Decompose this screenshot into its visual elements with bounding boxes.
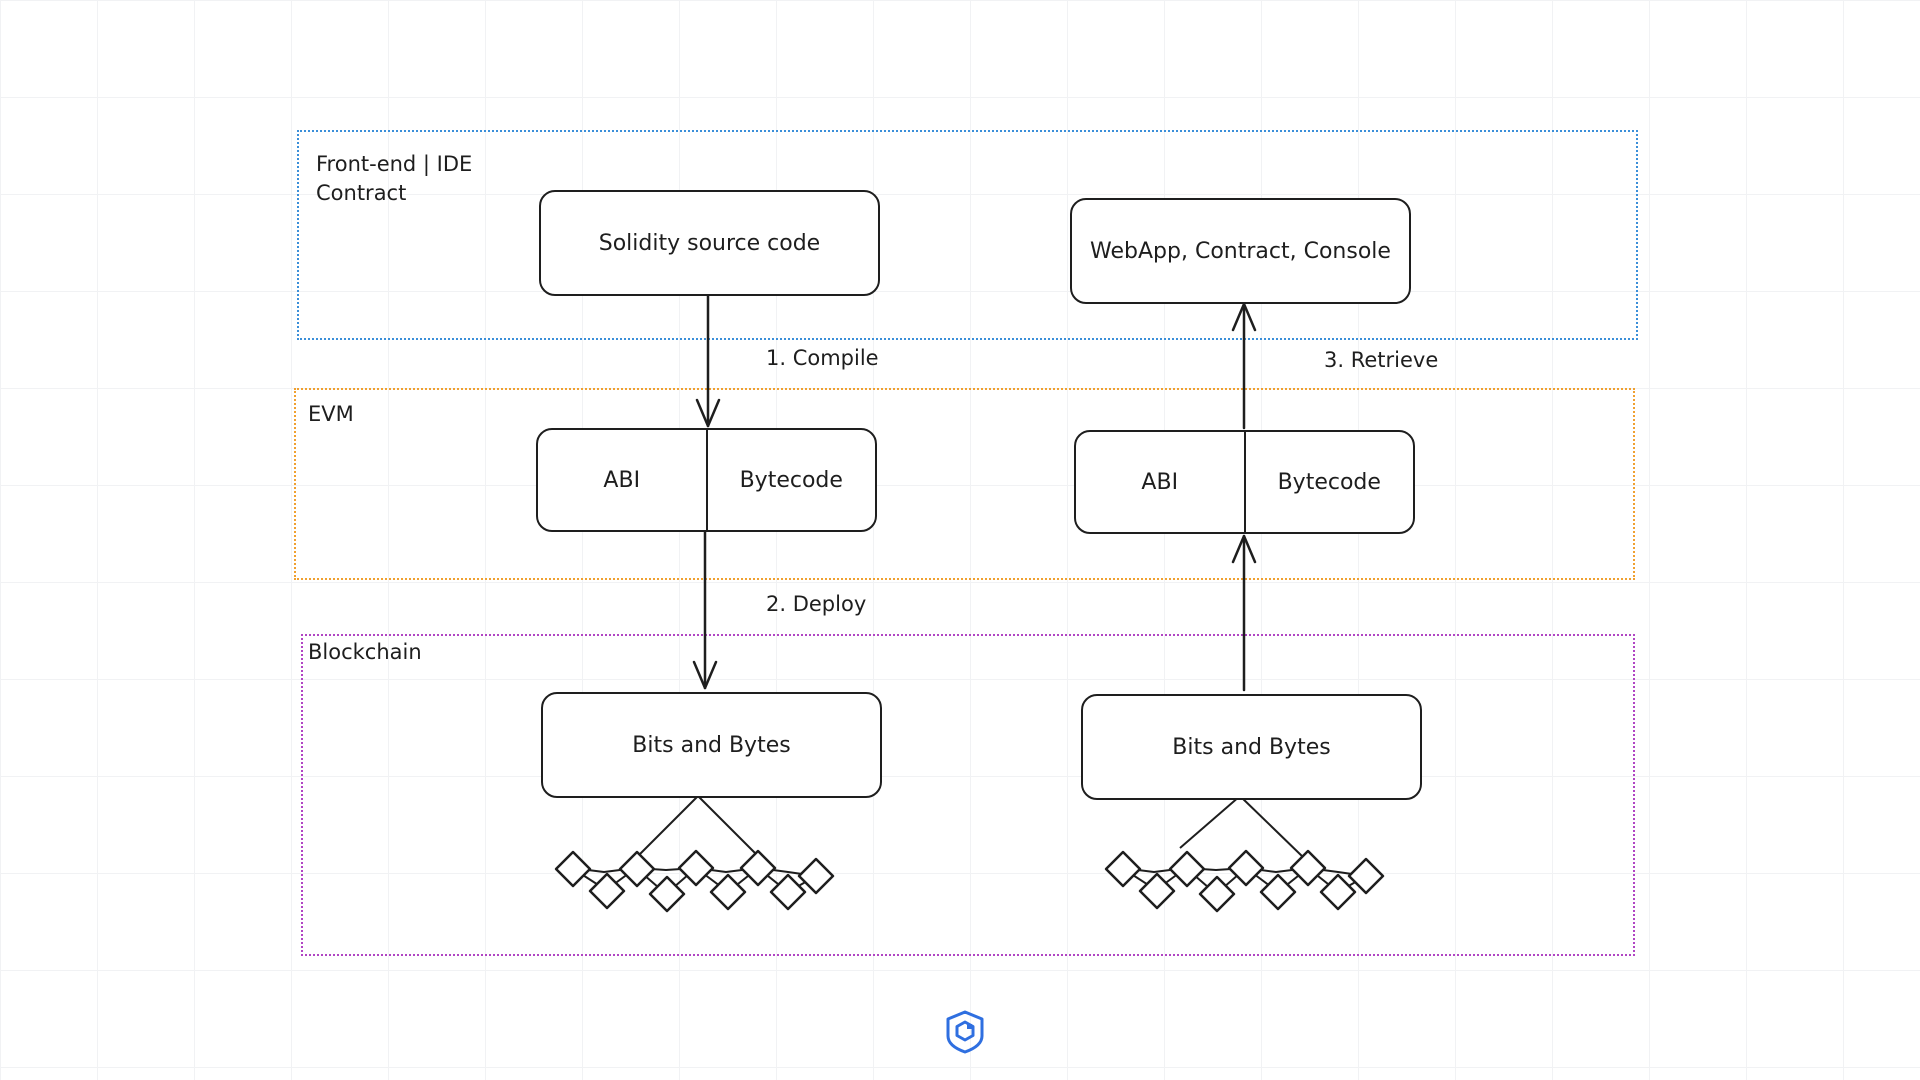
- bits-and-bytes-label: Bits and Bytes: [1172, 734, 1331, 760]
- bytecode-label: Bytecode: [739, 467, 843, 493]
- bytecode-cell: Bytecode: [708, 430, 876, 530]
- blockchain-zone: [301, 634, 1635, 956]
- deploy-edge-label: 2. Deploy: [766, 592, 867, 616]
- compile-edge-label: 1. Compile: [766, 346, 879, 370]
- bytecode-label: Bytecode: [1277, 469, 1381, 495]
- bits-and-bytes-node-right: Bits and Bytes: [1081, 694, 1422, 800]
- frontend-zone-label: Front-end | IDE Contract: [316, 152, 473, 205]
- evm-zone-label: EVM: [308, 402, 354, 426]
- bits-and-bytes-label: Bits and Bytes: [632, 732, 791, 758]
- abi-cell: ABI: [1076, 432, 1246, 532]
- blockchain-network-icon: [554, 795, 835, 913]
- abi-cell: ABI: [538, 430, 708, 530]
- retrieve-arrowhead-upper: [1231, 302, 1257, 332]
- abi-bytecode-node-left: ABI Bytecode: [536, 428, 877, 532]
- compile-arrowhead: [695, 398, 721, 428]
- bytecode-cell: Bytecode: [1246, 432, 1414, 532]
- solidity-source-node: Solidity source code: [539, 190, 880, 296]
- frontend-zone: [297, 130, 1638, 340]
- solidity-source-label: Solidity source code: [598, 230, 821, 256]
- abi-bytecode-node-right: ABI Bytecode: [1074, 430, 1415, 534]
- abi-label: ABI: [1141, 469, 1179, 495]
- abi-label: ABI: [603, 467, 641, 493]
- blockchain-network-icon: [1104, 795, 1385, 913]
- webapp-node: WebApp, Contract, Console: [1070, 198, 1411, 304]
- retrieve-edge-label: 3. Retrieve: [1324, 348, 1439, 372]
- bits-and-bytes-node-left: Bits and Bytes: [541, 692, 882, 798]
- retrieve-arrowhead-lower: [1231, 534, 1257, 564]
- blockchain-zone-label: Blockchain: [308, 640, 422, 664]
- evm-zone: [294, 388, 1635, 580]
- deploy-arrowhead: [692, 660, 718, 690]
- hexagon-shield-logo-icon: [946, 1010, 984, 1054]
- webapp-label: WebApp, Contract, Console: [1090, 238, 1391, 264]
